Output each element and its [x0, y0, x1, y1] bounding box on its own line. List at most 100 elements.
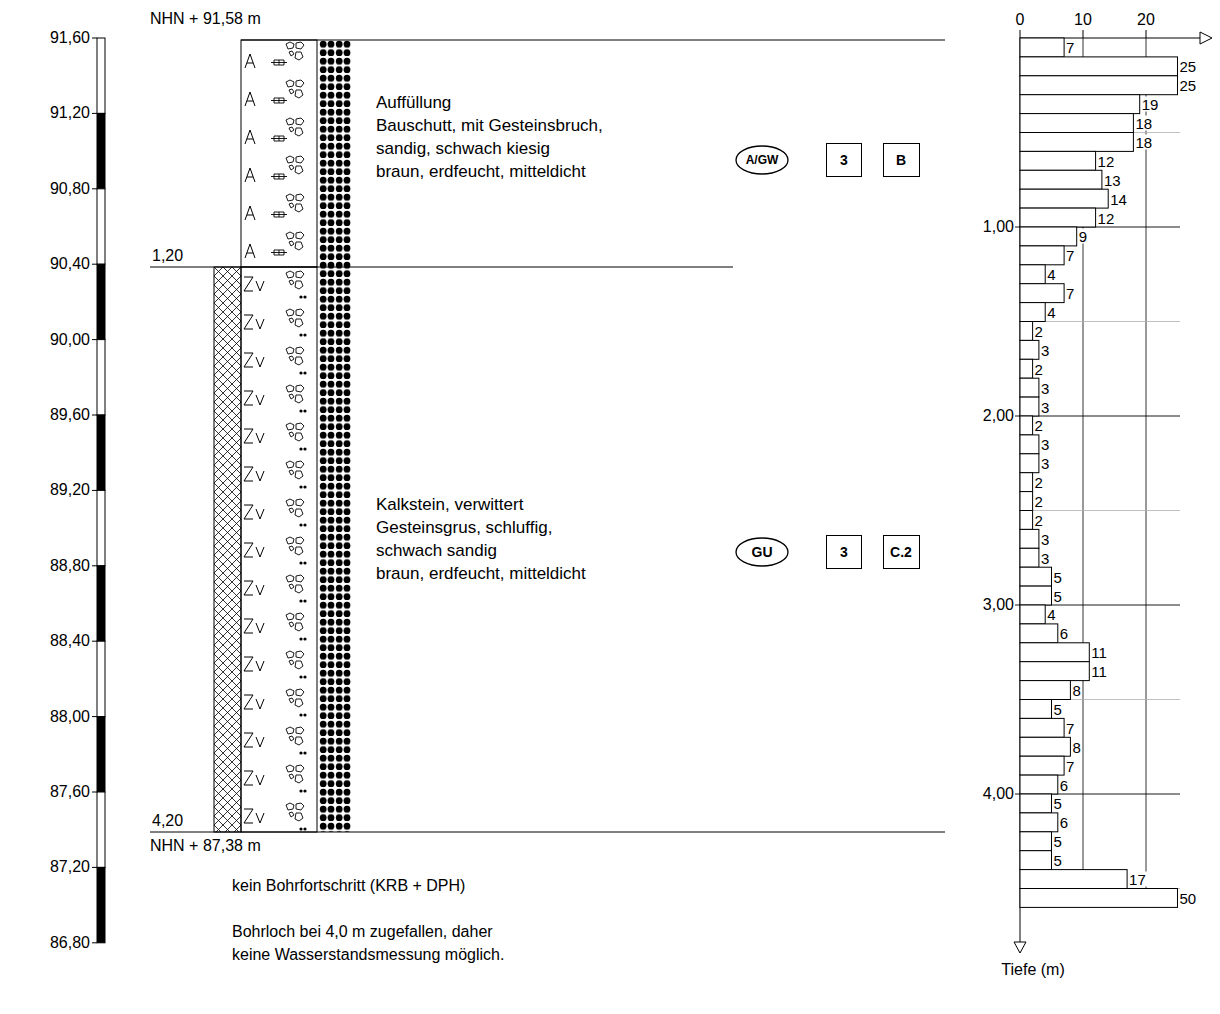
blow-count-bar	[1020, 114, 1133, 133]
blow-count-value: 3	[1040, 456, 1050, 471]
blow-count-bar	[1020, 284, 1064, 303]
blow-count-bar	[1020, 246, 1064, 265]
depth-grid	[1015, 133, 1180, 889]
blow-count-value: 13	[1103, 172, 1122, 187]
blow-count-value: 3	[1040, 399, 1050, 414]
blow-count-bar	[1020, 700, 1052, 719]
blow-count-bar	[1020, 548, 1039, 567]
blow-count-value: 50	[1179, 890, 1198, 905]
blow-count-value: 3	[1040, 437, 1050, 452]
depth-label: NHN + 87,38 m	[150, 837, 261, 855]
depth-label: 1,20	[152, 247, 183, 265]
blow-count-bar	[1020, 756, 1064, 775]
ground-line	[241, 40, 945, 41]
blow-count-value: 3	[1040, 342, 1050, 357]
height-label: 88,00	[50, 708, 90, 726]
depth-label: NHN + 91,58 m	[150, 10, 261, 28]
blow-count-bar	[1020, 303, 1045, 322]
class-box: B	[883, 143, 920, 177]
blow-count-value: 6	[1059, 815, 1069, 830]
blow-count-bars	[1020, 38, 1178, 907]
blow-count-value: 4	[1046, 305, 1056, 320]
blow-count-value: 2	[1034, 475, 1044, 490]
height-label: 91,20	[50, 105, 90, 123]
blow-count-value: 7	[1065, 40, 1075, 55]
blow-count-value: 18	[1134, 116, 1153, 131]
blow-count-bar	[1020, 529, 1039, 548]
blow-count-value: 12	[1097, 153, 1116, 168]
blow-count-bar	[1020, 208, 1096, 227]
blow-count-value: 2	[1034, 494, 1044, 509]
blow-count-value: 12	[1097, 210, 1116, 225]
fill-layer-symbol	[241, 40, 317, 267]
layer-description: Bauschutt, mit Gesteinsbruch,	[376, 117, 603, 136]
layer-description: braun, erdfeucht, mitteldicht	[376, 163, 586, 182]
blow-count-value: 2	[1034, 512, 1044, 527]
blow-count-value: 7	[1065, 758, 1075, 773]
class-box: 3	[826, 535, 862, 569]
blow-count-bar	[1020, 492, 1033, 511]
height-label: 88,40	[50, 632, 90, 650]
blow-count-value: 6	[1059, 626, 1069, 641]
blow-count-bar	[1020, 775, 1058, 794]
layer-description: schwach sandig	[376, 542, 497, 561]
blow-count-value: 11	[1090, 664, 1108, 679]
blow-count-value: 3	[1040, 531, 1050, 546]
blow-count-bar	[1020, 643, 1089, 662]
note-text: kein Bohrfortschritt (KRB + DPH)	[232, 877, 465, 895]
blow-count-bar	[1020, 794, 1052, 813]
blow-count-bar	[1020, 151, 1096, 170]
blow-count-bar	[1020, 473, 1033, 492]
layer-description: sandig, schwach kiesig	[376, 140, 550, 159]
blow-count-bar	[1020, 189, 1108, 208]
blow-count-bar	[1020, 322, 1033, 341]
axis-tick-label: 0	[1016, 11, 1025, 29]
blow-count-bar	[1020, 511, 1033, 530]
blow-count-bar	[1020, 133, 1133, 152]
blow-count-value: 19	[1141, 97, 1160, 112]
blow-count-value: 9	[1078, 229, 1088, 244]
limestone-layer-symbol	[241, 267, 317, 832]
axis-title: Tiefe (m)	[1001, 961, 1064, 979]
height-label: 87,60	[50, 783, 90, 801]
blow-count-value: 4	[1046, 607, 1056, 622]
layer-boundary	[150, 267, 733, 268]
blow-count-value: 7	[1065, 286, 1075, 301]
layer-description: braun, erdfeucht, mitteldicht	[376, 565, 586, 584]
height-label: 86,80	[50, 934, 90, 952]
blow-count-value: 8	[1071, 739, 1081, 754]
blow-count-bar	[1020, 340, 1039, 359]
blow-count-value: 14	[1109, 191, 1128, 206]
blow-count-value: 2	[1034, 323, 1044, 338]
height-label: 90,80	[50, 180, 90, 198]
layer-description: Kalkstein, verwittert	[376, 496, 523, 515]
blow-count-bar	[1020, 416, 1033, 435]
depth-tick-label: 3,00	[983, 596, 1014, 614]
soil-group-ellipse: GU	[735, 537, 789, 567]
blow-count-value: 5	[1053, 588, 1063, 603]
blow-count-value: 5	[1053, 796, 1063, 811]
moisture-dots	[319, 40, 351, 832]
blow-count-value: 3	[1040, 550, 1050, 565]
height-scale	[92, 38, 105, 943]
height-label: 89,60	[50, 406, 90, 424]
depth-tick-label: 1,00	[983, 218, 1014, 236]
blow-count-value: 11	[1090, 645, 1108, 660]
blow-count-bar	[1020, 889, 1178, 908]
blow-count-value: 5	[1053, 701, 1063, 716]
class-box: 3	[826, 143, 862, 177]
height-label: 89,20	[50, 482, 90, 500]
blow-count-bar	[1020, 265, 1045, 284]
blow-count-bar	[1020, 586, 1052, 605]
blow-count-bar	[1020, 624, 1058, 643]
blow-count-bar	[1020, 567, 1052, 586]
blow-count-bar	[1020, 435, 1039, 454]
blow-count-value: 7	[1065, 720, 1075, 735]
axis-tick-label: 10	[1074, 11, 1092, 29]
blow-count-bar	[1020, 870, 1127, 889]
note-text: keine Wasserstandsmessung möglich.	[232, 946, 504, 964]
blow-count-bar	[1020, 454, 1039, 473]
blow-count-bar	[1020, 605, 1045, 624]
dph-chart	[1014, 30, 1212, 953]
blow-count-value: 6	[1059, 777, 1069, 792]
